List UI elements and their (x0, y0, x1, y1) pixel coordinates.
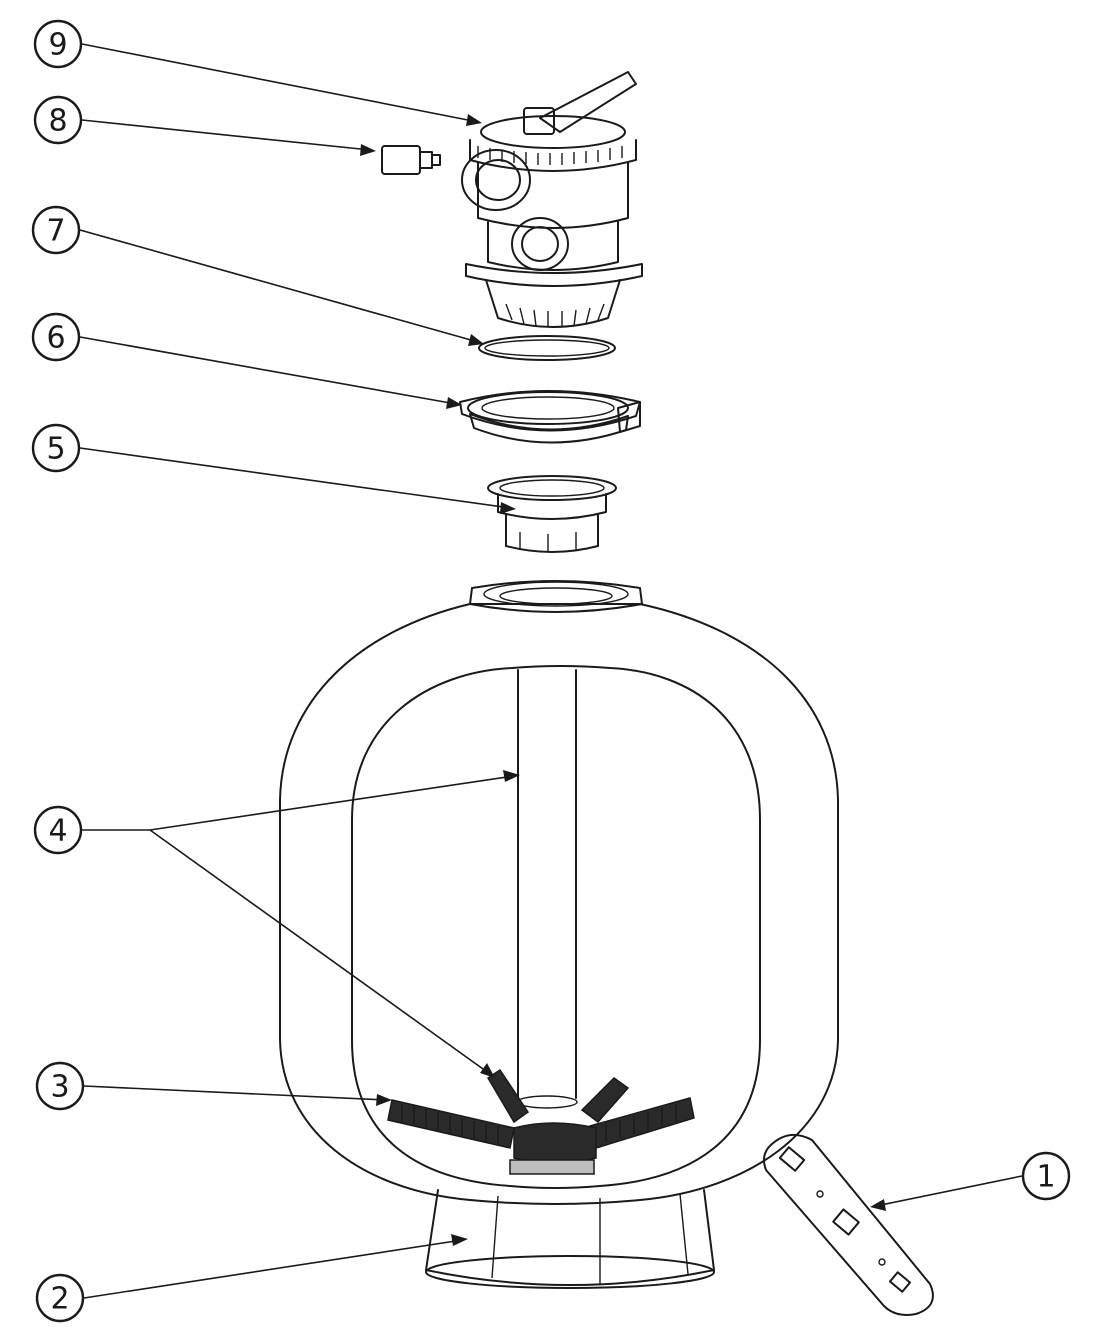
callout-4: 4 (33, 805, 83, 855)
callout-7: 7 (31, 205, 81, 255)
callout-8: 8 (33, 95, 83, 145)
clamp-collar (459, 390, 641, 444)
filter-tank (279, 580, 839, 1205)
callout-5-label: 5 (46, 432, 65, 467)
callout-1: 1 (1021, 1151, 1071, 1201)
laterals (387, 1068, 695, 1175)
callout-5: 5 (31, 423, 81, 473)
callout-3-label: 3 (50, 1070, 69, 1105)
callout-3: 3 (35, 1061, 85, 1111)
leader-lines (79, 43, 1023, 1299)
pressure-gauge-part (381, 145, 441, 175)
callout-8-label: 8 (48, 104, 67, 139)
callout-1-label: 1 (1036, 1160, 1055, 1195)
callout-4-label: 4 (48, 814, 67, 849)
tank-base (425, 1189, 715, 1289)
callout-9-label: 9 (48, 28, 67, 63)
label-plate (763, 1133, 934, 1316)
callout-6-label: 6 (46, 321, 65, 356)
callout-9: 9 (33, 19, 83, 69)
diffuser-adapter (487, 475, 617, 553)
multiport-valve (461, 71, 643, 328)
callout-7-label: 7 (46, 214, 65, 249)
callout-2-label: 2 (50, 1282, 69, 1317)
callout-6: 6 (31, 312, 81, 362)
o-ring (478, 335, 616, 361)
callout-2: 2 (35, 1273, 85, 1323)
